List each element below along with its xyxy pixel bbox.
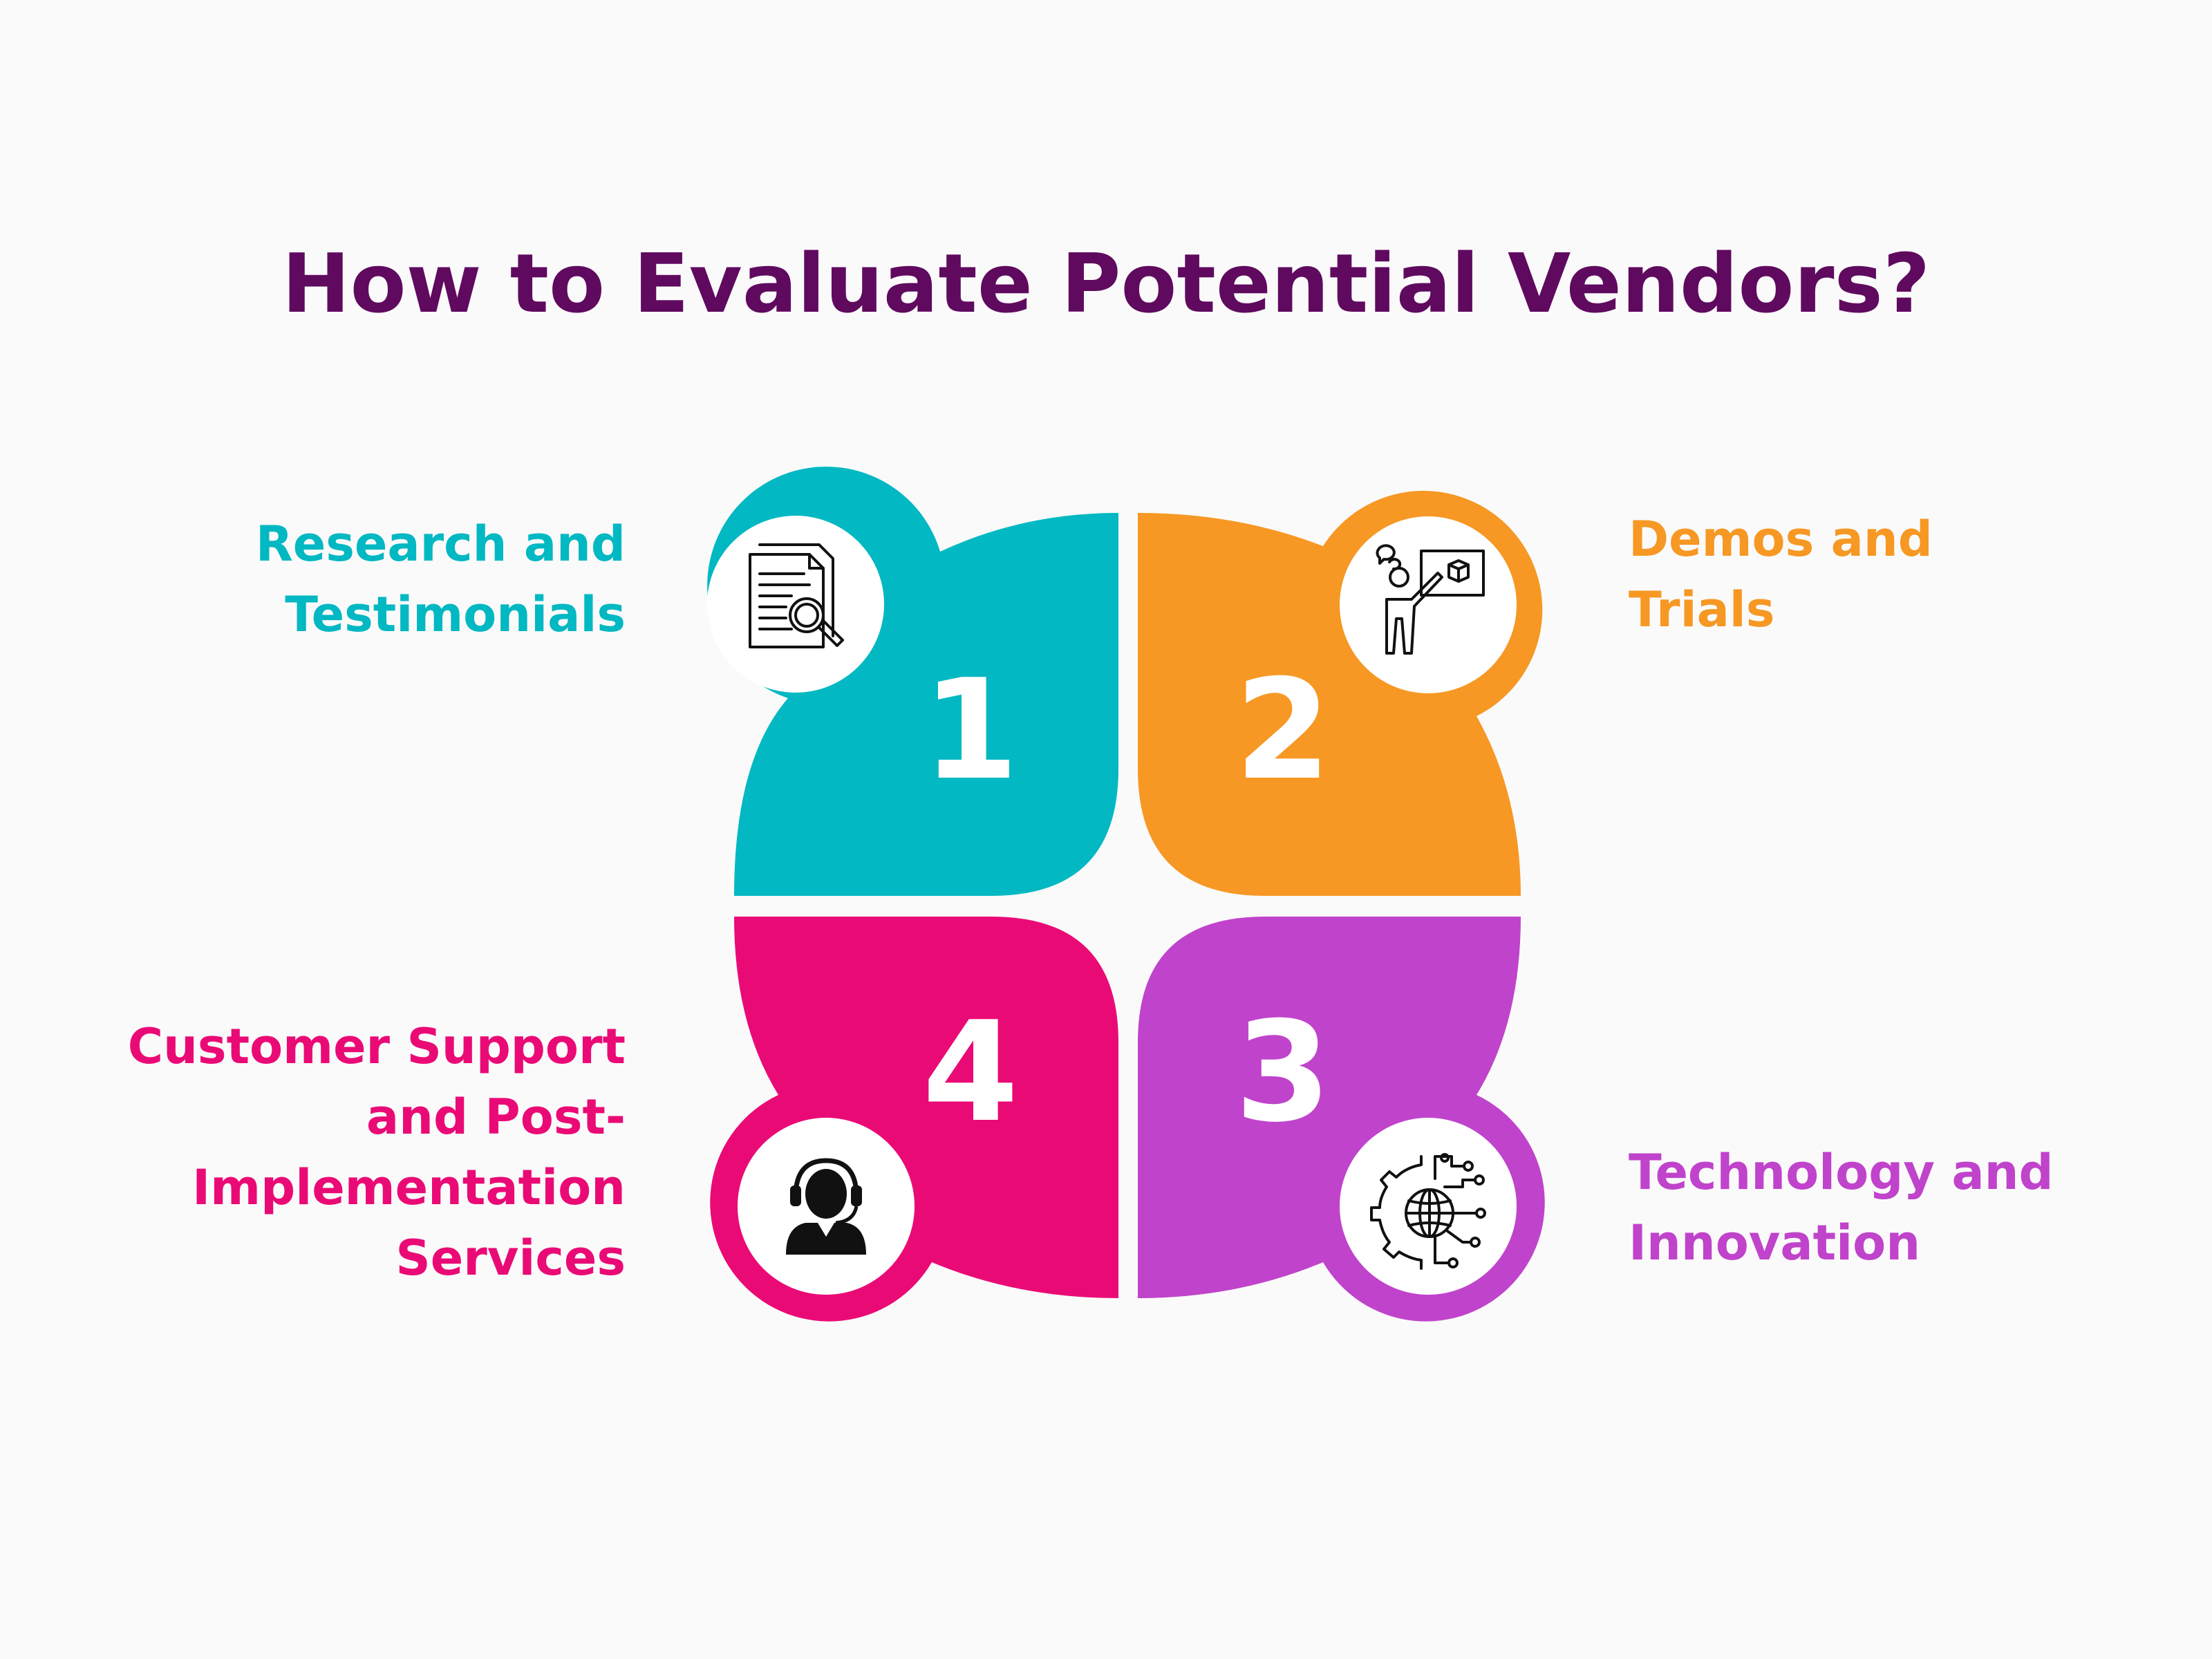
step-4-number: 4 <box>922 992 1018 1153</box>
headset-agent-icon <box>786 1158 866 1255</box>
step-4-label: Customer Support and Post- Implementatio… <box>127 1018 626 1286</box>
step-2-label: Demos and Trials <box>1629 511 1933 638</box>
document-magnifier-icon <box>749 543 844 648</box>
step-3-number: 3 <box>1235 992 1331 1153</box>
step-2-quadrant: 2 <box>1138 491 1543 896</box>
step-2-icon-circle <box>1340 516 1517 693</box>
step-3-label: Technology and Innovation <box>1629 1144 2054 1271</box>
presenter-board-icon <box>1376 544 1485 655</box>
step-1-number: 1 <box>922 650 1018 811</box>
step-3-quadrant: 3 <box>1138 917 1545 1322</box>
gear-globe-circuit-icon <box>1370 1153 1486 1270</box>
step-2-number: 2 <box>1235 650 1331 811</box>
step-4-quadrant: 4 <box>710 917 1118 1322</box>
diagram-title: How to Evaluate Potential Vendors? <box>281 236 1931 331</box>
step-1-quadrant: 1 <box>707 467 1118 896</box>
step-1-label: Research and Testimonials <box>255 516 626 643</box>
